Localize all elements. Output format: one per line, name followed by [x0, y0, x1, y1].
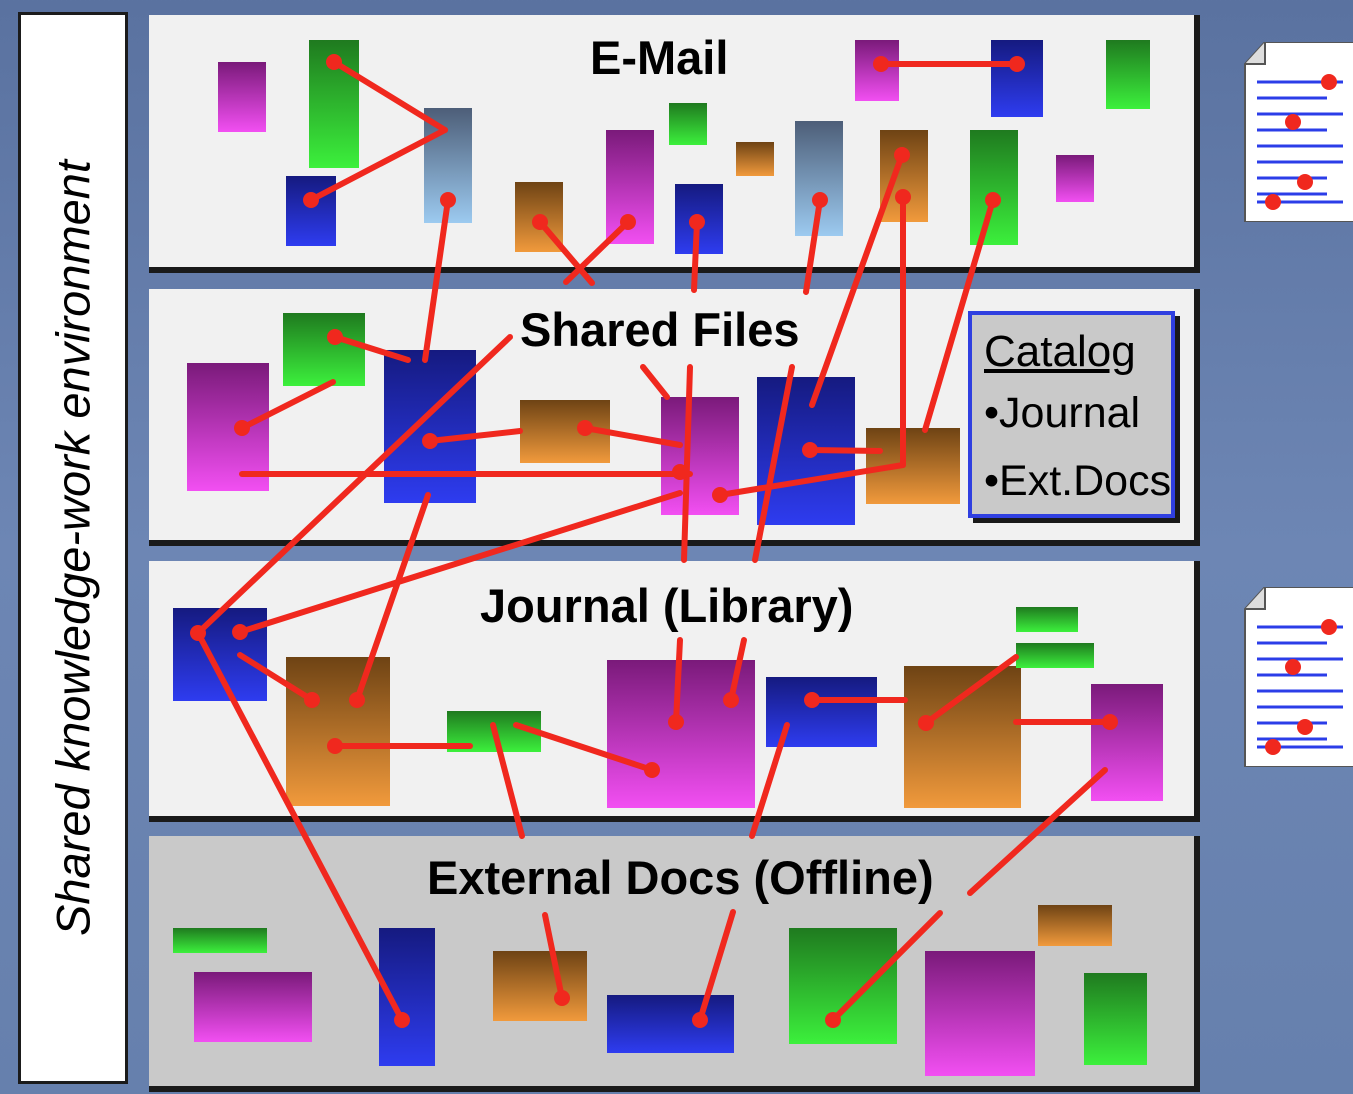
environment-label-box: Shared knowledge-work environment [18, 12, 128, 1084]
catalog-item-ext-docs: •Ext.Docs [984, 457, 1172, 505]
document-block [1056, 155, 1094, 202]
catalog-item-journal: •Journal [984, 389, 1141, 437]
document-block [1106, 40, 1150, 109]
document-block [607, 660, 755, 808]
document-icon [1244, 587, 1353, 767]
document-block [283, 313, 365, 386]
link-lines [195, 59, 1113, 1023]
document-block [286, 176, 336, 246]
document-block [1084, 973, 1147, 1065]
document-block [1038, 905, 1112, 946]
document-block [173, 608, 267, 701]
document-block [194, 972, 312, 1042]
catalog-title: Catalog [984, 327, 1136, 376]
document-block [493, 951, 587, 1021]
document-block [736, 142, 774, 176]
document-block [1016, 643, 1094, 668]
document-block [187, 363, 269, 491]
document-block [218, 62, 266, 132]
journal-layer-title: Journal (Library) [480, 579, 854, 632]
document-block [286, 657, 390, 806]
document-block [991, 40, 1043, 117]
document-block [384, 350, 476, 503]
shared-files-layer-title: Shared Files [520, 303, 800, 356]
email-layer-title: E-Mail [590, 31, 729, 84]
document-block [925, 951, 1035, 1076]
document-block [607, 995, 734, 1053]
document-block [970, 130, 1018, 245]
document-block [173, 928, 267, 953]
document-block [904, 666, 1021, 808]
document-block [789, 928, 897, 1044]
document-block [1016, 607, 1078, 632]
external-docs-layer-title: External Docs (Offline) [427, 851, 934, 904]
document-block [1091, 684, 1163, 801]
document-icon [1244, 42, 1353, 222]
catalog-box: Catalog •Journal •Ext.Docs [968, 311, 1175, 518]
document-block [669, 103, 707, 145]
link-endpoints [190, 54, 1118, 1028]
